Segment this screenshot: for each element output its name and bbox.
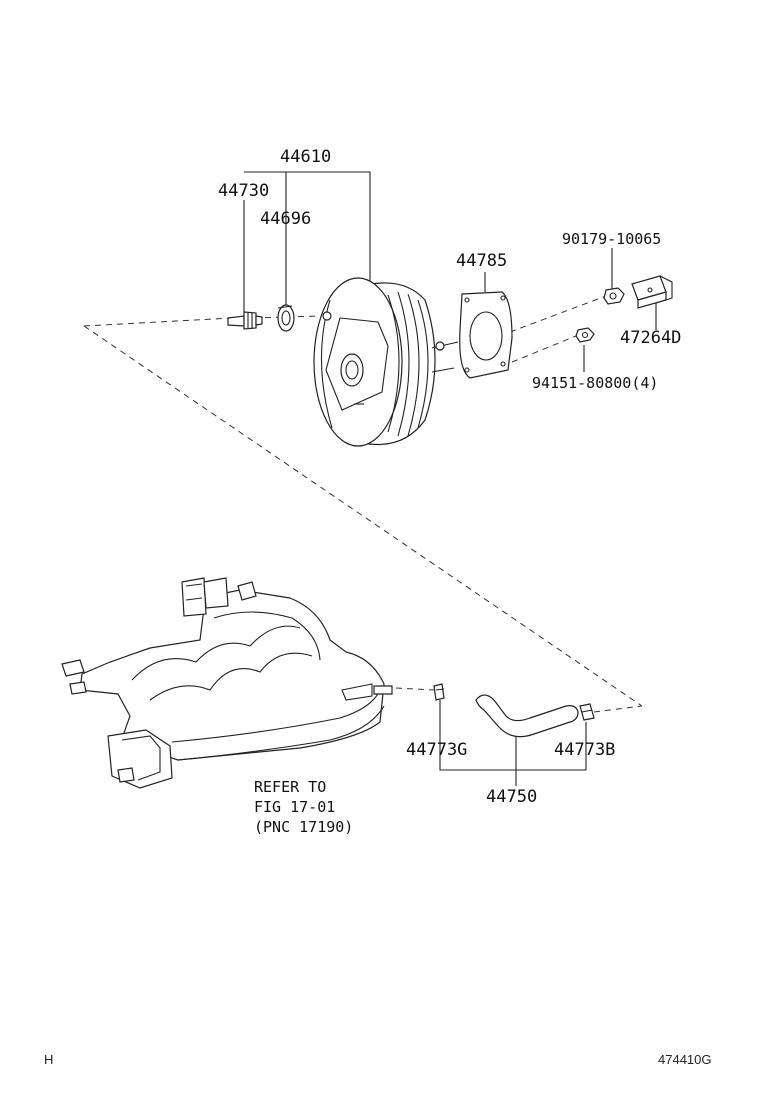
label-44696: 44696 <box>260 209 311 229</box>
check-valve-part <box>227 311 263 330</box>
gasket-part <box>459 291 513 379</box>
footer-left-code: H <box>44 1052 53 1067</box>
label-94151-80800: 94151-80800(4) <box>532 374 658 392</box>
label-47264d: 47264D <box>620 328 681 348</box>
refer-text-line1: REFER TO <box>254 778 326 796</box>
refer-text-line2: FIG 17-01 <box>254 798 335 816</box>
label-44750: 44750 <box>486 787 537 807</box>
bracket-part <box>631 275 673 309</box>
label-44773g: 44773G <box>406 740 467 760</box>
clip-left-part <box>433 683 445 701</box>
grommet-part <box>277 304 295 332</box>
footer-figure-id: 474410G <box>658 1052 712 1067</box>
brake-booster-part <box>313 277 459 447</box>
clip-right-part <box>579 703 595 721</box>
label-44610: 44610 <box>280 147 331 167</box>
label-44785: 44785 <box>456 251 507 271</box>
nut-top-part <box>603 287 625 305</box>
vacuum-hose-part <box>475 694 579 738</box>
assembly-lines <box>83 295 643 713</box>
label-44773b: 44773B <box>554 740 615 760</box>
nut-bottom-part <box>575 327 595 343</box>
refer-text-line3: (PNC 17190) <box>254 818 353 836</box>
part-labels: 44610 44730 44696 44785 90179-10065 4726… <box>218 147 681 836</box>
label-44730: 44730 <box>218 181 269 201</box>
label-90179-10065: 90179-10065 <box>562 230 661 248</box>
intake-manifold-part <box>61 577 393 789</box>
